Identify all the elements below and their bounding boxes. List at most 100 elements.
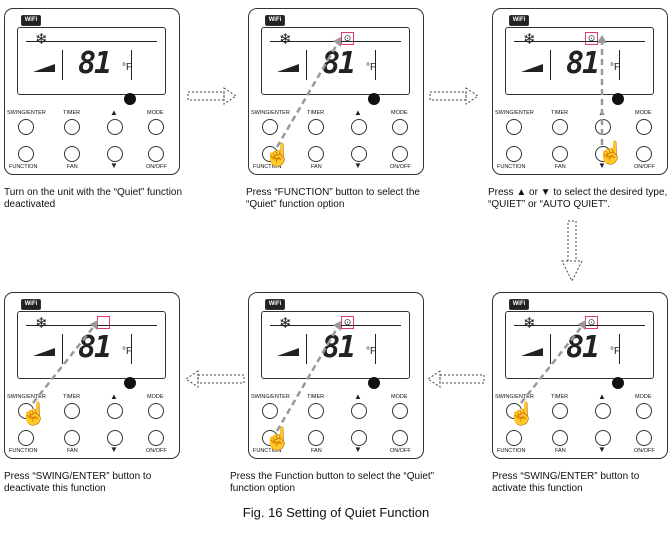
down-button[interactable] xyxy=(351,430,367,446)
timer-button[interactable] xyxy=(64,403,80,419)
fan-button[interactable] xyxy=(308,430,324,446)
timer-label: TIMER xyxy=(307,394,325,400)
fan-button[interactable] xyxy=(552,146,568,162)
unit-label: °F xyxy=(122,346,133,357)
fan-button[interactable] xyxy=(552,430,568,446)
up-arrow-icon: ▲ xyxy=(598,392,606,401)
on-off-button[interactable] xyxy=(636,430,652,446)
on-off-button[interactable] xyxy=(148,146,164,162)
figure-caption: Fig. 16 Setting of Quiet Function xyxy=(242,505,430,520)
cool-mode-icon: ❄ xyxy=(35,31,48,48)
fan-label: FAN xyxy=(67,448,78,454)
lcd-screen: ❄ ⊙ 81 °F xyxy=(261,311,410,379)
timer-button[interactable] xyxy=(552,119,568,135)
fan-label: FAN xyxy=(67,164,78,170)
on-off-label: ON/OFF xyxy=(146,448,167,454)
on-off-button[interactable] xyxy=(148,430,164,446)
function-label: FUNCTION xyxy=(253,448,282,454)
mode-button[interactable] xyxy=(392,403,408,419)
fan-button[interactable] xyxy=(64,146,80,162)
sensor-dot xyxy=(124,377,136,389)
divider xyxy=(514,325,645,326)
remote-panel: WiFi ❄ ⊙ 81 °F SWING/ENTER TIMER ▲ MODE … xyxy=(492,292,668,459)
temperature-display: 81 xyxy=(78,330,112,365)
mode-button[interactable] xyxy=(636,119,652,135)
pointing-hand-icon: ☝ xyxy=(20,401,48,426)
function-button[interactable] xyxy=(262,146,278,162)
fan-label: FAN xyxy=(311,448,322,454)
swing-enter-button[interactable] xyxy=(506,403,522,419)
fan-speed-icon xyxy=(33,348,55,356)
timer-button[interactable] xyxy=(64,119,80,135)
timer-label: TIMER xyxy=(551,110,569,116)
swing-enter-label: SWING/ENTER xyxy=(495,394,534,400)
divider xyxy=(619,50,620,80)
mode-button[interactable] xyxy=(148,403,164,419)
function-button[interactable] xyxy=(18,146,34,162)
timer-button[interactable] xyxy=(308,403,324,419)
mode-label: MODE xyxy=(147,394,164,400)
function-label: FUNCTION xyxy=(9,448,38,454)
lcd-screen: ❄ ⊙ 81 °F xyxy=(261,27,410,95)
divider xyxy=(26,41,157,42)
up-button[interactable] xyxy=(351,119,367,135)
cool-mode-icon: ❄ xyxy=(35,315,48,332)
lcd-screen: ❄ ⊙ 81 °F xyxy=(17,311,166,379)
divider xyxy=(62,50,63,80)
remote-panel: WiFi ❄ 81 °F SWING/ENTER TIMER ▲ MODE FU… xyxy=(4,8,180,175)
timer-button[interactable] xyxy=(552,403,568,419)
up-button[interactable] xyxy=(595,403,611,419)
up-button[interactable] xyxy=(107,119,123,135)
timer-label: TIMER xyxy=(551,394,569,400)
on-off-button[interactable] xyxy=(392,146,408,162)
wifi-badge: WiFi xyxy=(21,15,41,26)
fan-button[interactable] xyxy=(64,430,80,446)
wifi-badge: WiFi xyxy=(265,299,285,310)
step-2: WiFi ❄ ⊙ 81 °F SWING/ENTER TIMER ▲ MODE … xyxy=(244,0,464,260)
quiet-icon: ⊙ xyxy=(585,32,598,45)
divider xyxy=(306,50,307,80)
temperature-display: 81 xyxy=(566,330,600,365)
mode-button[interactable] xyxy=(636,403,652,419)
fan-speed-icon xyxy=(277,64,299,72)
swing-enter-button[interactable] xyxy=(262,403,278,419)
function-button[interactable] xyxy=(18,430,34,446)
swing-enter-button[interactable] xyxy=(262,119,278,135)
function-button[interactable] xyxy=(262,430,278,446)
temperature-display: 81 xyxy=(566,46,600,81)
down-arrow-icon: ▼ xyxy=(354,445,362,454)
up-button[interactable] xyxy=(595,119,611,135)
temperature-display: 81 xyxy=(78,46,112,81)
fan-button[interactable] xyxy=(308,146,324,162)
down-button[interactable] xyxy=(351,146,367,162)
down-button[interactable] xyxy=(595,430,611,446)
swing-enter-button[interactable] xyxy=(18,119,34,135)
mode-label: MODE xyxy=(391,110,408,116)
on-off-button[interactable] xyxy=(392,430,408,446)
down-button[interactable] xyxy=(107,430,123,446)
up-button[interactable] xyxy=(107,403,123,419)
mode-button[interactable] xyxy=(148,119,164,135)
divider xyxy=(131,334,132,364)
sensor-dot xyxy=(368,93,380,105)
divider xyxy=(270,41,401,42)
on-off-label: ON/OFF xyxy=(390,164,411,170)
on-off-button[interactable] xyxy=(636,146,652,162)
function-button[interactable] xyxy=(506,430,522,446)
swing-enter-button[interactable] xyxy=(18,403,34,419)
mode-label: MODE xyxy=(391,394,408,400)
swing-enter-button[interactable] xyxy=(506,119,522,135)
pointing-hand-icon: ☝ xyxy=(597,140,625,165)
swing-enter-label: SWING/ENTER xyxy=(495,110,534,116)
swing-enter-label: SWING/ENTER xyxy=(251,394,290,400)
mode-button[interactable] xyxy=(392,119,408,135)
up-button[interactable] xyxy=(351,403,367,419)
fan-label: FAN xyxy=(555,448,566,454)
fan-speed-icon xyxy=(277,348,299,356)
down-button[interactable] xyxy=(107,146,123,162)
timer-button[interactable] xyxy=(308,119,324,135)
function-button[interactable] xyxy=(506,146,522,162)
remote-panel: WiFi ❄ ⊙ 81 °F SWING/ENTER TIMER ▲ MODE … xyxy=(4,292,180,459)
down-button[interactable] xyxy=(595,146,611,162)
quiet-icon: ⊙ xyxy=(341,316,354,329)
